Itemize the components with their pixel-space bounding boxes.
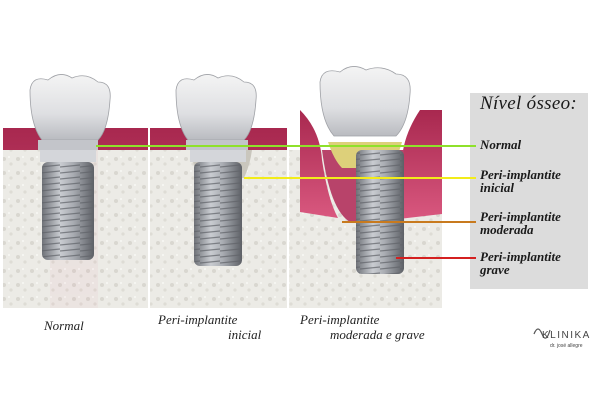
panel-moderada-grave (289, 66, 442, 308)
caption-normal: Normal (44, 318, 84, 333)
legend-label-line2: inicial (480, 180, 514, 195)
caption-line1: Peri-implantite (300, 312, 380, 327)
logo-tooth-icon (533, 328, 551, 339)
implant-threads (194, 162, 242, 266)
crown (319, 66, 411, 137)
legend-label-normal: Normal (480, 138, 521, 151)
caption-line2: inicial (228, 327, 262, 342)
crown (175, 74, 257, 141)
legend-label-line1: Normal (480, 137, 522, 152)
legend-title: Nível ósseo: (480, 93, 577, 114)
legend-label-line1: Peri-implantite (480, 209, 561, 224)
implant-collar (40, 150, 96, 162)
crown (29, 74, 111, 141)
caption-line2: moderada e grave (330, 327, 425, 342)
panel-inicial (150, 74, 287, 308)
abutment (38, 140, 98, 150)
legend-label-line2: grave (480, 262, 510, 277)
legend-label-grave: Peri-implantite grave (480, 250, 561, 276)
panel-normal (3, 74, 148, 308)
caption-line1: Peri-implantite (158, 312, 238, 327)
legend-panel (470, 93, 588, 289)
legend-label-inicial: Peri-implantite inicial (480, 168, 561, 194)
legend-label-line1: Peri-implantite (480, 249, 561, 264)
implant-threads (356, 150, 404, 274)
caption-inicial: Peri-implantite inicial (158, 312, 261, 342)
legend-label-line2: moderada (480, 222, 534, 237)
legend-label-line1: Peri-implantite (480, 167, 561, 182)
brand-name: KLINIKA (542, 330, 591, 341)
caption-moderada-grave: Peri-implantite moderada e grave (300, 312, 425, 342)
gum-tissue (300, 110, 338, 218)
brand-subtitle: dr. josé allegre (550, 343, 583, 349)
legend-label-moderada: Peri-implantite moderada (480, 210, 561, 236)
implant-collar (190, 150, 246, 162)
implant-threads (42, 162, 94, 260)
